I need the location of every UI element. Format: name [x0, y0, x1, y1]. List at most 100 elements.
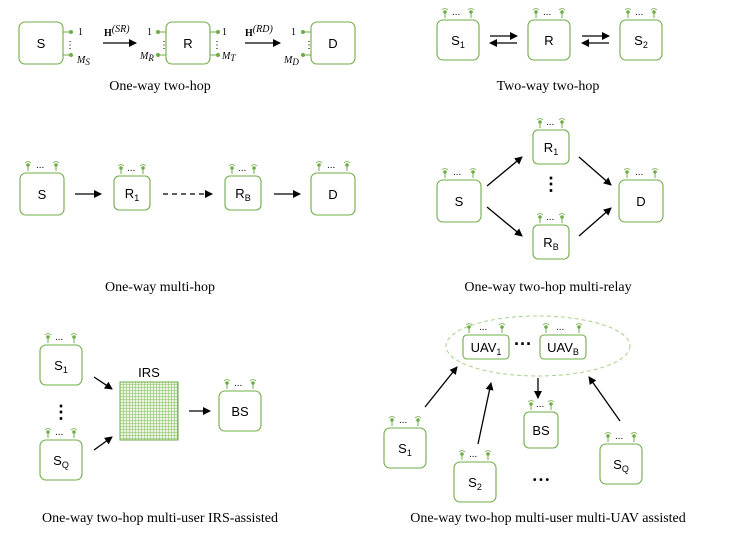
arrow-s1-to-uav	[424, 366, 458, 408]
arrow-s-to-rb	[486, 206, 523, 237]
arrow-s-to-r1	[486, 156, 523, 187]
r1-node	[532, 129, 570, 165]
svg-text:...: ...	[453, 167, 461, 178]
source-label: S	[455, 194, 464, 209]
s1-label: S1	[398, 441, 412, 458]
source-label: S	[38, 187, 47, 202]
caption-multi-uav-assisted: One-way two-hop multi-user multi-UAV ass…	[410, 511, 686, 526]
s1-node	[436, 19, 480, 61]
r1-label: R1	[125, 186, 139, 203]
source-antenna-array: ⋮	[63, 30, 75, 57]
sq-node	[39, 439, 83, 481]
bs-node	[523, 411, 559, 449]
arrow-sq-to-uav	[588, 376, 621, 422]
horizontal-ellipsis: • • •	[533, 475, 550, 486]
svg-text:...: ...	[55, 427, 63, 438]
caption-one-way-two-hop-multi-relay: One-way two-hop multi-relay	[464, 280, 631, 295]
irs-label: IRS	[138, 365, 160, 380]
relay-label: R	[544, 33, 553, 48]
source-node	[436, 179, 482, 223]
rb-label: RB	[235, 186, 250, 203]
ms-label: MS	[76, 55, 90, 67]
destination-node	[618, 179, 664, 223]
panel-multi-uav-assisted: ... UAV1 ··· ... UAVB ... BS ... S1 ... …	[383, 315, 686, 526]
svg-text:...: ...	[452, 7, 460, 18]
s1-label: S1	[451, 33, 465, 50]
panel-one-way-two-hop: S ⋮ 1 MS H(SR) R ⋮ 1 MR ⋮ 1 MT H(RD) D	[18, 21, 356, 94]
s2-node	[453, 461, 497, 503]
antenna-index-label: 1	[291, 27, 296, 38]
svg-text:...: ...	[635, 167, 643, 178]
antenna-index-label: 1	[147, 27, 152, 38]
destination-node	[310, 21, 356, 65]
bidirectional-arrow-r-s2	[581, 32, 610, 47]
vertical-ellipsis: ⋮	[65, 40, 75, 51]
svg-text:...: ...	[546, 212, 554, 223]
relay-label: R	[183, 36, 192, 51]
channel-sr-label: H(SR)	[104, 24, 130, 39]
antenna-index-label: 1	[222, 27, 227, 38]
svg-text:...: ...	[556, 322, 564, 333]
svg-text:...: ...	[536, 399, 544, 410]
caption-one-way-multi-hop: One-way multi-hop	[105, 280, 215, 295]
s1-label: S1	[54, 358, 68, 375]
arrow-sq-to-irs	[93, 436, 113, 451]
source-label: S	[37, 36, 46, 51]
caption-one-way-two-hop: One-way two-hop	[109, 79, 210, 94]
source-node	[19, 172, 65, 216]
mt-label: MT	[221, 51, 236, 63]
svg-text:...: ...	[399, 415, 407, 426]
arrow-s1-to-irs	[93, 376, 113, 390]
destination-label: D	[328, 36, 337, 51]
panel-two-way-two-hop: ... S1 ... R ... S2 Two-way two-hop	[436, 7, 663, 94]
uavb-label: UAVB	[547, 340, 579, 357]
svg-text:⋮: ⋮	[304, 40, 314, 51]
s2-label: S2	[468, 475, 482, 492]
rb-node	[224, 175, 262, 211]
s2-node	[619, 19, 663, 61]
caption-irs-assisted: One-way two-hop multi-user IRS-assisted	[42, 511, 278, 526]
uav-cluster-ellipse	[445, 315, 631, 377]
mr-label: MR	[139, 51, 154, 63]
destination-antenna-array: ⋮	[301, 30, 314, 57]
svg-text:⋮: ⋮	[159, 40, 169, 51]
svg-text:...: ...	[469, 449, 477, 460]
vertical-ellipsis: ⋮	[52, 402, 70, 422]
uav1-label: UAV1	[471, 340, 502, 357]
relay-node	[527, 19, 571, 61]
svg-text:...: ...	[615, 431, 623, 442]
s1-node	[39, 344, 83, 386]
relay-transmit-antenna-array: ⋮	[210, 30, 222, 57]
arrow-rb-to-d	[578, 207, 612, 237]
arrow-r1-to-d	[578, 156, 612, 186]
relay-receive-antenna-array: ⋮	[156, 30, 169, 57]
svg-text:...: ...	[479, 322, 487, 333]
relay-node	[165, 21, 211, 65]
rb-label: RB	[543, 235, 558, 252]
svg-text:...: ...	[238, 163, 246, 174]
panel-irs-assisted: ... S1 ⋮ ... SQ IRS ... BS One-way two-h…	[39, 332, 278, 526]
svg-text:...: ...	[55, 332, 63, 343]
r1-label: R1	[544, 140, 558, 157]
channel-rd-label: H(RD)	[245, 24, 273, 39]
destination-node	[310, 172, 356, 216]
svg-text:...: ...	[543, 7, 551, 18]
sq-label: SQ	[613, 457, 629, 474]
md-label: MD	[283, 55, 299, 67]
svg-text:...: ...	[36, 160, 44, 171]
svg-text:...: ...	[546, 117, 554, 128]
destination-label: D	[328, 187, 337, 202]
bs-label: BS	[532, 423, 550, 438]
horizontal-ellipsis: ···	[514, 334, 532, 354]
svg-text:⋮: ⋮	[212, 40, 222, 51]
panel-one-way-multi-hop: ... S ... R1 ... RB ... D One-way multi-…	[19, 160, 356, 295]
sq-label: SQ	[53, 453, 69, 470]
irs-surface	[119, 381, 179, 441]
svg-text:...: ...	[234, 378, 242, 389]
uavb-node	[539, 334, 587, 360]
svg-text:...: ...	[635, 7, 643, 18]
svg-text:...: ...	[327, 160, 335, 171]
caption-two-way-two-hop: Two-way two-hop	[497, 79, 600, 94]
panel-one-way-two-hop-multi-relay: ... S ... R1 ⋮ ... RB ... D One-way two-…	[436, 117, 664, 295]
uav1-node	[462, 334, 510, 360]
